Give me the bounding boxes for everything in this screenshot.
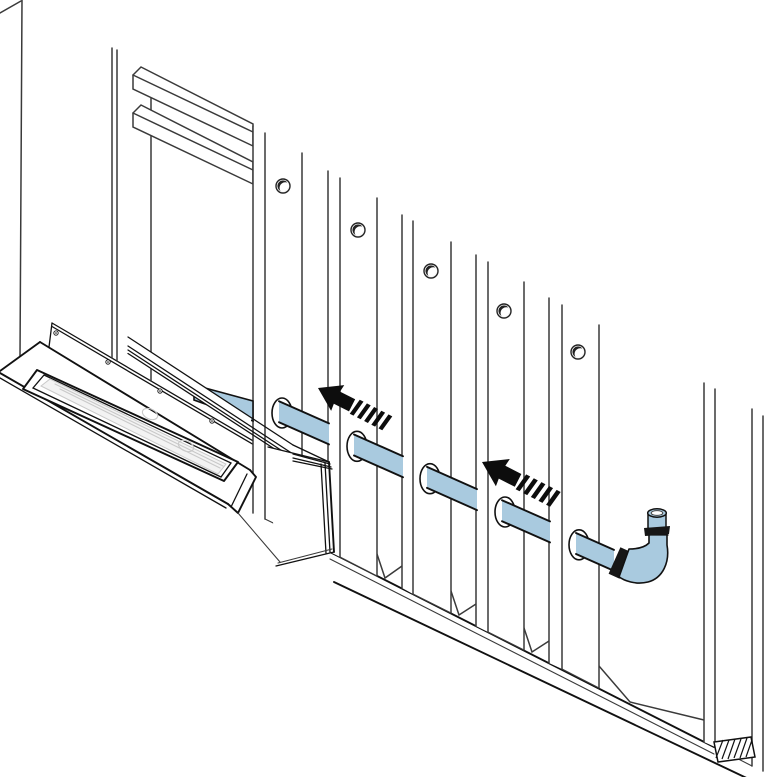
left-jamb-studs: [111, 47, 152, 382]
corner-post: [703, 382, 764, 772]
recessed-trough: [22, 369, 239, 482]
stud: [401, 214, 452, 614]
recessed-box: [0, 341, 281, 563]
pipe-elbow: [608, 508, 670, 584]
arrow-head-icon: [318, 385, 356, 412]
stud: [548, 297, 600, 689]
arrow-head-icon: [482, 458, 522, 487]
stud: [327, 170, 378, 577]
stud: [475, 254, 525, 651]
backer-panel: [267, 444, 335, 567]
lumber-cut-hatch: [713, 736, 756, 763]
stub-opening: [650, 510, 664, 516]
pipe: [271, 397, 615, 572]
wall-corner-edge: [0, 0, 23, 358]
coupling-ring: [644, 526, 670, 536]
sill-boards: [127, 336, 294, 462]
insertion-arrow-left: [318, 385, 393, 431]
top-rails: [132, 66, 254, 186]
elbow-body: [617, 533, 669, 584]
coupling-ring: [608, 547, 632, 579]
wall-studs: [252, 125, 764, 772]
insertion-arrow-right: [482, 458, 561, 507]
bottom-track: [329, 551, 747, 777]
